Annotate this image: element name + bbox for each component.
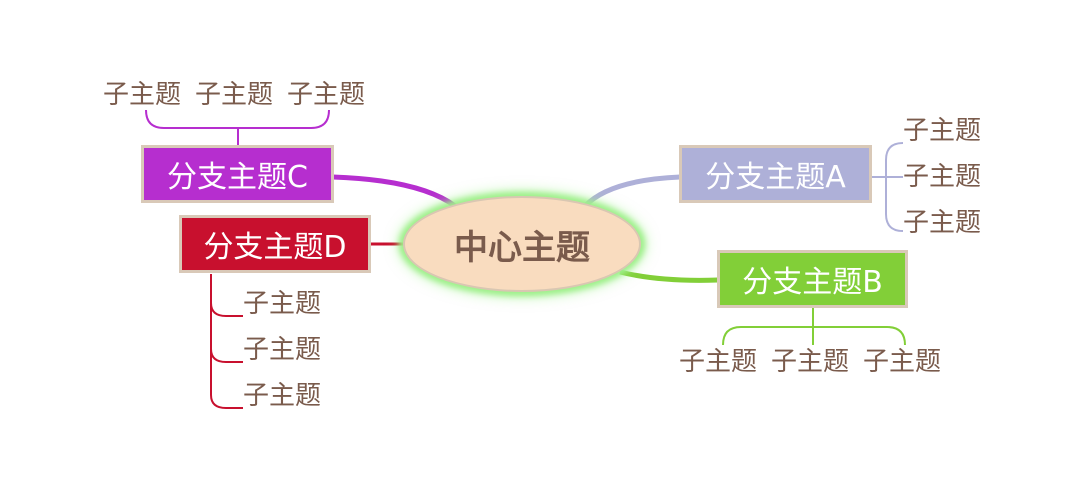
subtopic-d-2[interactable]: 子主题 xyxy=(243,335,322,365)
connector-central-branch-c xyxy=(332,174,457,209)
subtopic-c-3[interactable]: 子主题 xyxy=(287,80,366,110)
subtopic-a-2[interactable]: 子主题 xyxy=(903,162,982,192)
connector-central-branch-b xyxy=(619,269,719,283)
connector-branch-a-brace xyxy=(872,142,904,232)
subtopic-d-1[interactable]: 子主题 xyxy=(243,289,322,319)
subtopic-b-2[interactable]: 子主题 xyxy=(771,347,850,377)
branch-topic-b-label: 分支主题B xyxy=(742,265,883,300)
subtopic-c-2[interactable]: 子主题 xyxy=(195,80,274,110)
branch-topic-d[interactable]: 分支主题D xyxy=(179,215,371,273)
branch-topic-c-label: 分支主题C xyxy=(167,160,308,195)
branch-topic-b[interactable]: 分支主题B xyxy=(717,250,908,308)
subtopic-a-1[interactable]: 子主题 xyxy=(903,116,982,146)
branch-topic-a[interactable]: 分支主题A xyxy=(679,145,872,203)
branch-topic-c[interactable]: 分支主题C xyxy=(141,145,334,203)
subtopic-c-1[interactable]: 子主题 xyxy=(103,80,182,110)
central-topic-label: 中心主题 xyxy=(454,227,590,268)
connector-branch-c-brace xyxy=(145,109,330,146)
subtopic-b-3[interactable]: 子主题 xyxy=(863,347,942,377)
subtopic-a-3[interactable]: 子主题 xyxy=(903,208,982,238)
connector-central-branch-a xyxy=(583,174,681,208)
branch-topic-d-label: 分支主题D xyxy=(203,230,347,265)
branch-topic-a-label: 分支主题A xyxy=(705,160,846,195)
central-topic[interactable]: 中心主题 xyxy=(403,196,641,292)
subtopic-d-3[interactable]: 子主题 xyxy=(243,381,322,411)
connector-branch-b-brace xyxy=(722,308,906,346)
subtopic-b-1[interactable]: 子主题 xyxy=(679,347,758,377)
connector-branch-d-line xyxy=(210,274,243,409)
